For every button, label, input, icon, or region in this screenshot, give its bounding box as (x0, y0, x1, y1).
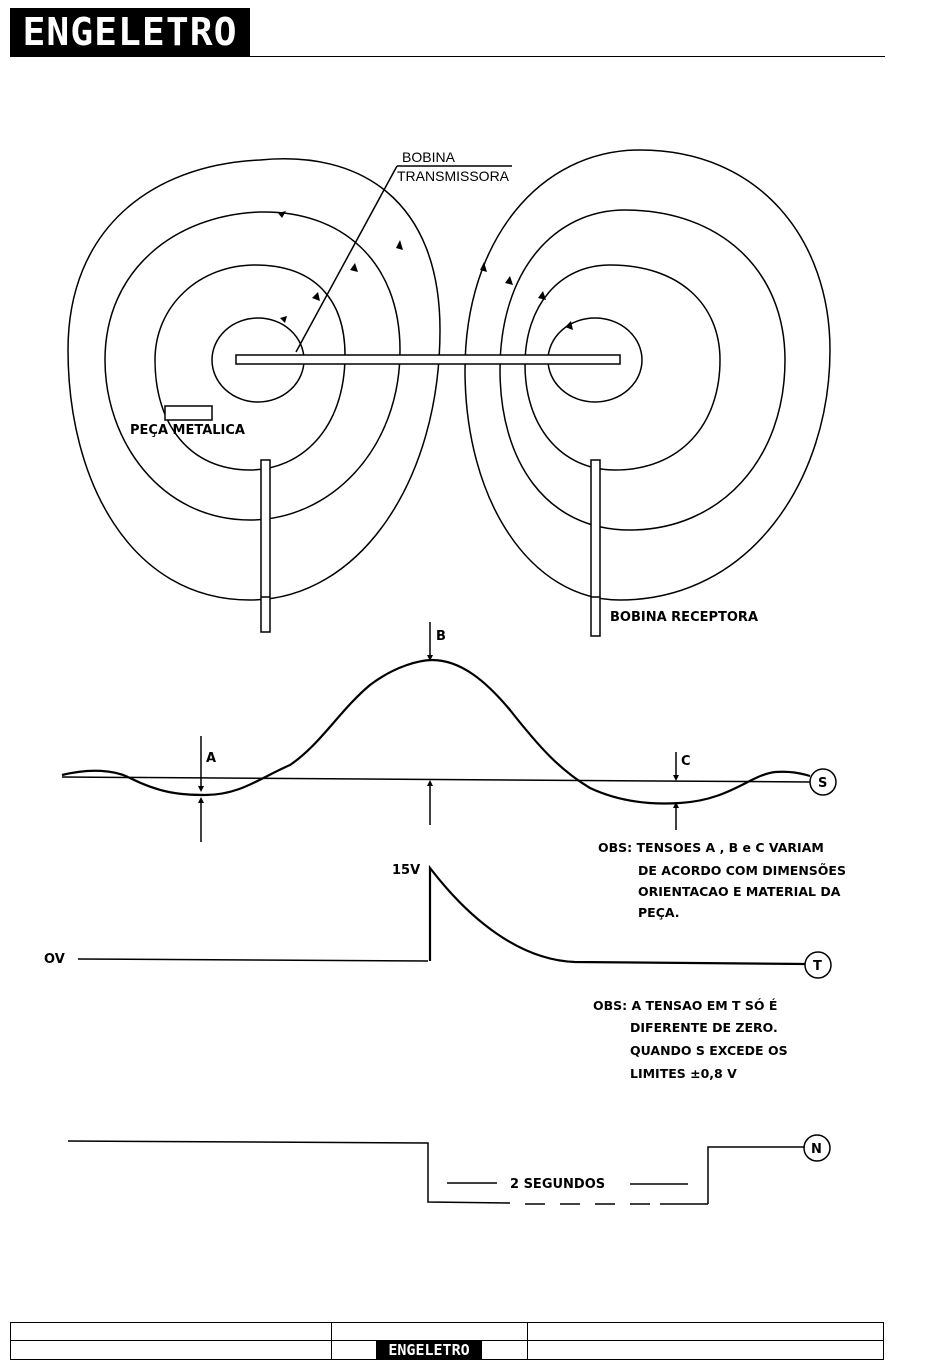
footer-brand-logo: ENGELETRO (376, 1341, 482, 1359)
t-baseline-left (78, 959, 428, 961)
terminal-n-label: N (811, 1142, 822, 1157)
note-2-line-2: DIFERENTE DE ZERO. (630, 1020, 778, 1035)
note-1: OBS: TENSOES A , B e C VARIAM DE ACORDO … (598, 840, 846, 920)
n-waveform-left (68, 1141, 510, 1203)
left-post (261, 460, 270, 632)
footer-table: ENGELETRO (10, 1322, 884, 1360)
transmitter-label-line1: BOBINA (402, 149, 456, 165)
note-2-line-4: LIMITES ±0,8 V (630, 1066, 737, 1081)
note-1-line-3: ORIENTACAO E MATERIAL DA (638, 884, 841, 899)
label-0v: OV (44, 952, 65, 967)
terminal-s-label: S (818, 776, 827, 791)
label-15v: 15V (392, 863, 420, 878)
note-2-line-1: OBS: A TENSAO EM T SÓ É (593, 998, 777, 1013)
t-waveform (430, 868, 805, 964)
footer-col-divider-2 (527, 1323, 528, 1359)
s-waveform (62, 660, 810, 804)
right-post (591, 460, 600, 636)
note-2-line-3: QUANDO S EXCEDE OS (630, 1043, 788, 1058)
transmitter-field-lines (68, 159, 440, 600)
terminal-t-label: T (813, 959, 822, 974)
label-c: C (681, 754, 691, 769)
transmitter-leader-line (296, 166, 397, 352)
metal-part (165, 406, 212, 420)
field-arrows (278, 211, 573, 330)
duration-label: 2 SEGUNDOS (510, 1177, 605, 1192)
receiver-field-lines (465, 150, 830, 600)
label-b: B (436, 629, 446, 644)
label-a: A (206, 751, 216, 766)
note-2: OBS: A TENSAO EM T SÓ É DIFERENTE DE ZER… (593, 998, 788, 1081)
note-1-line-1: OBS: TENSOES A , B e C VARIAM (598, 840, 824, 855)
metal-part-label: PEÇA METALICA (130, 423, 245, 438)
s-baseline (62, 777, 810, 782)
note-1-line-2: DE ACORDO COM DIMENSÕES (638, 863, 846, 878)
coil-diagram: BOBINA TRANSMISSORA PEÇA METALICA BOBINA… (0, 0, 950, 1320)
core-bar (236, 355, 620, 364)
transmitter-label-line2: TRANSMISSORA (397, 168, 510, 184)
receiver-label: BOBINA RECEPTORA (610, 610, 758, 625)
note-1-line-4: PEÇA. (638, 905, 680, 920)
n-waveform-right (708, 1147, 805, 1204)
footer-col-divider-1 (331, 1323, 332, 1359)
